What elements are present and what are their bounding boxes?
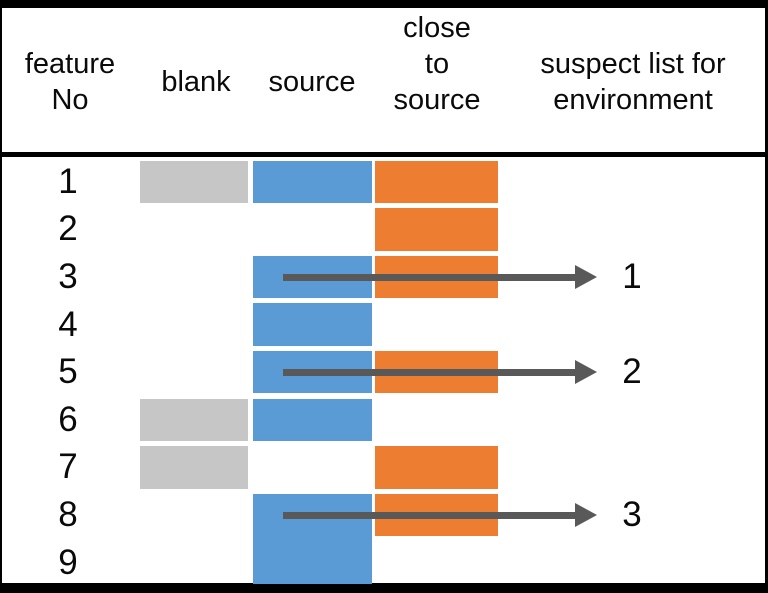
feature-number: 4 (58, 304, 78, 344)
feature-number: 9 (58, 542, 78, 582)
source-block (253, 303, 372, 346)
header-line: environment (553, 84, 713, 116)
frame-border-bottom (0, 583, 768, 593)
header-line: feature (24, 48, 116, 80)
feature-number: 7 (58, 447, 78, 487)
blank-block (140, 446, 248, 489)
close-block (375, 446, 498, 489)
feature-number: 5 (58, 352, 78, 392)
suspect-number: 2 (622, 352, 642, 392)
source-block (253, 160, 372, 204)
column-header-close-to-source: close to source (377, 10, 497, 118)
source-block (253, 398, 372, 442)
header-line: No (51, 84, 89, 116)
suspect-number: 3 (622, 495, 642, 534)
suspect-arrow-line (283, 368, 575, 376)
column-header-source: source (268, 66, 356, 98)
feature-number: 8 (58, 495, 78, 534)
suspect-arrow-head (575, 503, 597, 527)
frame-border-right (765, 0, 768, 593)
column-header-blank: blank (161, 66, 231, 98)
header-line: source (393, 84, 481, 116)
close-block (375, 208, 498, 251)
blank-block (140, 398, 248, 442)
suspect-arrow-head (575, 265, 597, 289)
feature-number: 6 (58, 399, 78, 439)
frame-border-top (0, 0, 768, 8)
suspect-number: 1 (622, 257, 642, 296)
feature-number: 2 (58, 209, 78, 249)
suspect-arrow-head (575, 360, 597, 385)
header-line: close (403, 12, 471, 44)
feature-number: 3 (58, 257, 78, 296)
column-header-suspect-list: suspect list for environment (523, 46, 743, 118)
header-line: suspect list for (540, 48, 726, 80)
suspect-arrow-line (283, 511, 575, 519)
close-block (375, 160, 498, 204)
column-header-feature-no: feature No (8, 46, 132, 118)
feature-number: 1 (58, 161, 78, 201)
source-block (253, 493, 372, 584)
blank-block (140, 160, 248, 204)
header-line: to (424, 48, 450, 80)
suspect-arrow-line (283, 273, 575, 281)
header-separator-line (0, 152, 768, 157)
frame-border-left (0, 0, 2, 593)
